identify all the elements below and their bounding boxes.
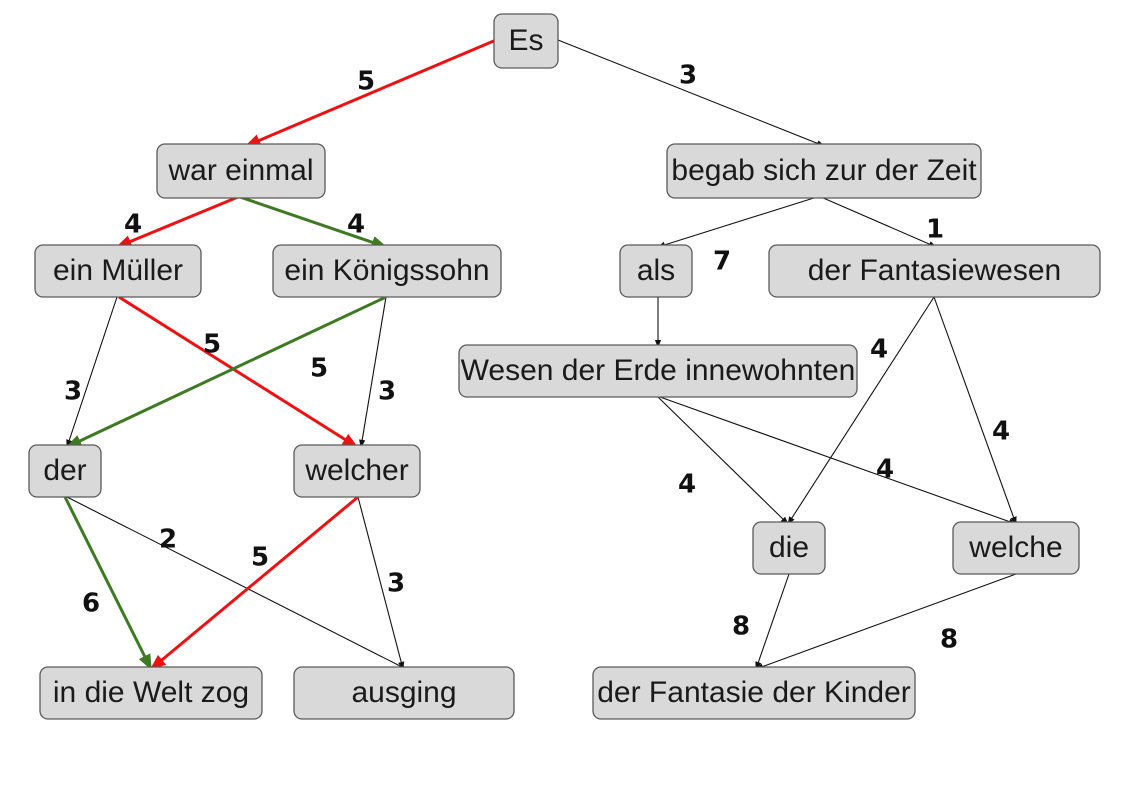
node-box — [28, 444, 102, 498]
edge-weight-ein-mueller-to-welcher: 5 — [203, 330, 221, 360]
node-box — [272, 244, 502, 298]
node-label: der Fantasiewesen — [808, 254, 1061, 287]
edge-weight-welcher-to-ausging: 3 — [387, 569, 405, 599]
node-label: ein Müller — [53, 254, 183, 287]
node-ein-mueller: ein Müller — [34, 244, 202, 298]
edge-war-einmal-to-ein-koenigssohn — [239, 195, 388, 249]
node-label: ein Königssohn — [284, 254, 489, 287]
edge-welche-to-der-fantasie-der-kinder — [755, 573, 1017, 670]
node-als: als — [619, 244, 693, 298]
edge-ein-mueller-to-der — [66, 296, 118, 448]
edge-weight-wesen-to-welche: 4 — [876, 455, 894, 485]
node-box — [293, 444, 421, 498]
node-box — [493, 13, 559, 69]
node-label: der — [43, 454, 86, 487]
node-label: als — [637, 254, 675, 287]
node-der: der — [28, 444, 102, 498]
edge-ein-koenigssohn-to-der — [65, 295, 387, 449]
node-label: in die Welt zog — [53, 676, 249, 709]
node-label: welcher — [304, 454, 408, 487]
edge-weight-ein-koenigssohn-to-der: 5 — [310, 354, 328, 384]
edge-war-einmal-to-ein-mueller — [115, 195, 239, 249]
node-ein-koenigssohn: ein Königssohn — [272, 244, 502, 298]
node-label: Es — [508, 24, 543, 57]
edge-der-fantasiewesen-to-die — [787, 296, 935, 525]
node-es: Es — [493, 13, 559, 69]
edge-weight-war-einmal-to-ein-koenigssohn: 4 — [347, 210, 365, 240]
node-box — [768, 244, 1101, 298]
node-ausging: ausging — [293, 666, 515, 720]
node-label: der Fantasie der Kinder — [597, 676, 911, 709]
node-box — [619, 244, 693, 298]
node-begab: begab sich zur der Zeit — [666, 143, 982, 199]
edge-weight-der-fantasiewesen-to-die: 4 — [870, 335, 888, 365]
node-der-fantasiewesen: der Fantasiewesen — [768, 244, 1101, 298]
edge-der-fantasiewesen-to-welche — [933, 296, 1017, 525]
node-war-einmal: war einmal — [156, 143, 326, 199]
node-label: war einmal — [167, 154, 313, 187]
edge-weight-die-to-der-fantasie-der-kinder: 8 — [732, 612, 750, 642]
edge-weight-ein-koenigssohn-to-welcher: 3 — [378, 377, 396, 407]
node-box — [952, 521, 1080, 575]
edges-layer — [63, 38, 1017, 671]
edge-weight-wesen-to-die: 4 — [678, 470, 696, 500]
edge-weight-ein-mueller-to-der: 3 — [64, 377, 82, 407]
edge-welcher-to-ausging — [357, 496, 405, 670]
node-wesen: Wesen der Erde innewohnten — [458, 344, 858, 398]
node-label: welche — [968, 531, 1062, 564]
edge-weight-es-to-begab: 3 — [679, 61, 697, 91]
node-box — [592, 666, 916, 720]
node-der-fantasie-der-kinder: der Fantasie der Kinder — [592, 666, 916, 720]
node-welche: welche — [952, 521, 1080, 575]
edge-begab-to-als — [657, 196, 818, 248]
node-box — [156, 143, 326, 199]
node-welcher: welcher — [293, 444, 421, 498]
edge-weight-war-einmal-to-ein-mueller: 4 — [124, 210, 142, 240]
edge-welcher-to-in-die-welt-zog — [149, 495, 359, 671]
node-box — [752, 521, 826, 575]
node-box — [34, 244, 202, 298]
edge-weight-der-to-in-die-welt-zog: 6 — [82, 589, 100, 619]
edge-es-to-begab — [557, 39, 825, 147]
edge-wesen-to-welche — [659, 396, 1017, 525]
edge-weight-der-fantasiewesen-to-welche: 4 — [992, 417, 1010, 447]
edge-weight-es-to-war-einmal: 5 — [357, 67, 375, 97]
node-box — [39, 666, 263, 720]
edge-die-to-der-fantasie-der-kinder — [755, 573, 790, 670]
edge-es-to-war-einmal — [244, 38, 497, 148]
edge-der-to-ausging — [66, 496, 407, 670]
node-die: die — [752, 521, 826, 575]
node-box — [666, 143, 982, 199]
node-box — [458, 344, 858, 398]
edge-begab-to-der-fantasiewesen — [820, 196, 937, 248]
edge-weight-begab-to-der-fantasiewesen: 1 — [926, 215, 944, 245]
node-label: die — [769, 531, 809, 564]
node-label: ausging — [351, 676, 456, 709]
nodes-layer: Es war einmal begab sich zur der Zeit ein M… — [28, 13, 1101, 720]
edge-weight-welcher-to-in-die-welt-zog: 5 — [251, 543, 269, 573]
edge-weight-der-to-ausging: 2 — [159, 525, 177, 555]
edge-ein-koenigssohn-to-welcher — [359, 296, 387, 448]
weights-layer: 5 3 4 4 7 1 3 5 5 3 4 4 4 4 6 2 5 3 8 8 — [64, 61, 1010, 655]
node-label: Wesen der Erde innewohnten — [461, 354, 856, 387]
edge-weight-begab-to-als: 7 — [713, 247, 731, 277]
edge-weight-welche-to-der-fantasie-der-kinder: 8 — [940, 625, 958, 655]
node-label: begab sich zur der Zeit — [671, 154, 977, 187]
edge-ein-mueller-to-welcher — [118, 295, 359, 449]
node-box — [293, 666, 515, 720]
edge-wesen-to-die — [657, 396, 789, 525]
edge-der-to-in-die-welt-zog — [63, 496, 153, 671]
node-in-die-welt-zog: in die Welt zog — [39, 666, 263, 720]
